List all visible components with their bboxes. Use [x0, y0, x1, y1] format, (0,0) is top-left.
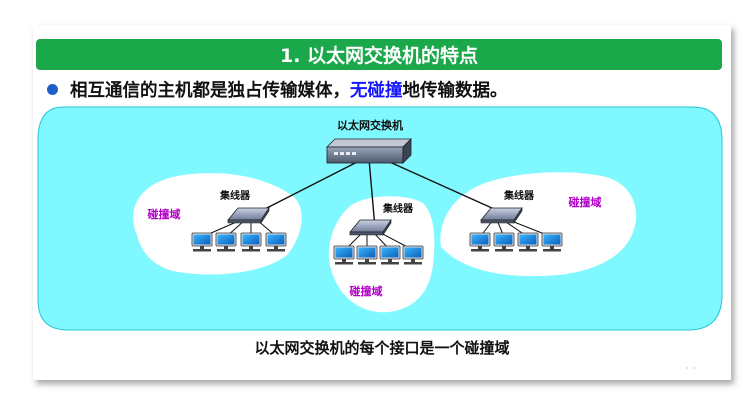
- switch-label: 以太网交换机: [337, 118, 403, 132]
- hub-label-middle: 集线器: [382, 202, 414, 215]
- bullet-point: 相互通信的主机都是独占传输媒体，无碰撞地传输数据。: [47, 77, 508, 102]
- collision-domain-label-right: 碰撞域: [569, 195, 602, 209]
- hub-label-left: 集线器: [219, 189, 251, 202]
- network-diagram: 以太网交换机 集线器 集线器 集线器 碰撞域 碰撞域 碰撞域: [37, 106, 723, 331]
- bullet-highlight: 无碰撞: [350, 81, 403, 101]
- bullet-text-before: 相互通信的主机都是独占传输媒体，: [70, 81, 350, 101]
- diagram-caption: 以太网交换机的每个接口是一个碰撞域: [254, 339, 510, 357]
- collision-domain-label-left: 碰撞域: [148, 207, 181, 221]
- slide: 1. 以太网交换机的特点 相互通信的主机都是独占传输媒体，无碰撞地传输数据。: [33, 25, 731, 380]
- collision-domain-label-middle: 碰撞域: [350, 284, 383, 298]
- ethernet-switch-icon: [326, 138, 412, 164]
- decorative-dots: · ·: [686, 364, 697, 373]
- slide-title: 1. 以太网交换机的特点: [36, 39, 722, 70]
- bullet-icon: [47, 83, 58, 95]
- collision-domain-right: [440, 172, 637, 277]
- hub-label-right: 集线器: [503, 189, 535, 202]
- bullet-text-after: 地传输数据。: [402, 81, 508, 101]
- collision-domain-left: [133, 173, 302, 275]
